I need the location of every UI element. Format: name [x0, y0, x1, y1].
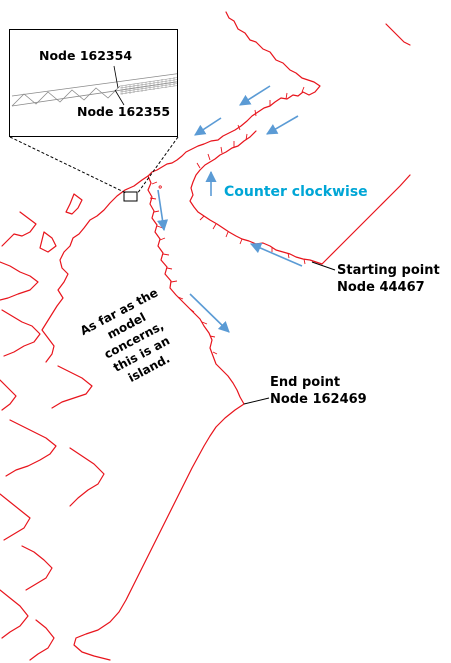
coastline-west-fragment [21, 545, 53, 591]
inset-leader-a [113, 65, 119, 89]
direction-arrows [156, 85, 303, 333]
start-leader [311, 261, 336, 271]
coastline-west-fragment [0, 493, 31, 541]
coastline-detail [149, 86, 306, 355]
arrow-upper-right [266, 115, 299, 135]
coastline-west-fragment [0, 261, 39, 301]
inset-zoom [9, 29, 178, 137]
arrow-shore-down [156, 189, 169, 232]
inset-leader-left [9, 136, 127, 194]
inset-leader-right [136, 136, 179, 195]
coastline-west-fragment [29, 619, 55, 661]
coastline-starting-edge [321, 174, 411, 265]
label-starting-node: Node 44467 [337, 280, 425, 295]
inset-mesh [11, 65, 177, 107]
arrow-upper-arm [239, 85, 271, 106]
label-node-162355: Node 162355 [77, 104, 171, 119]
zoom-source-box [123, 191, 138, 202]
coastline-west-fragment [65, 193, 83, 215]
label-end-node: Node 162469 [270, 392, 367, 407]
coastline-eastern-shore [73, 175, 245, 661]
inset-leader-b [114, 89, 125, 106]
label-node-162354: Node 162354 [39, 48, 133, 63]
coastline-west-fragment [5, 419, 57, 477]
end-leader [243, 397, 270, 405]
coastline-west-fragment [39, 231, 57, 253]
arrow-bay-lower [249, 242, 303, 267]
label-end-point: End point [270, 375, 341, 390]
coastline-west-fragment [0, 379, 17, 411]
arrow-shore-lower [189, 293, 230, 333]
coastline-west-fragment [69, 447, 105, 507]
leader-lines [9, 136, 336, 405]
coastline-west-fragment [51, 365, 93, 409]
coastline-top-right [385, 23, 411, 46]
label-counter-clockwise: Counter clockwise [224, 184, 368, 200]
coastline-west-fragment [1, 211, 37, 247]
label-starting-point: Starting point [337, 263, 440, 278]
coastline-upper-arm [147, 11, 321, 177]
coastline-island-west [41, 175, 149, 363]
coastline-west-fragment [0, 589, 29, 639]
arrow-upper-left [194, 117, 222, 136]
coastline-west-fragment [1, 309, 41, 357]
